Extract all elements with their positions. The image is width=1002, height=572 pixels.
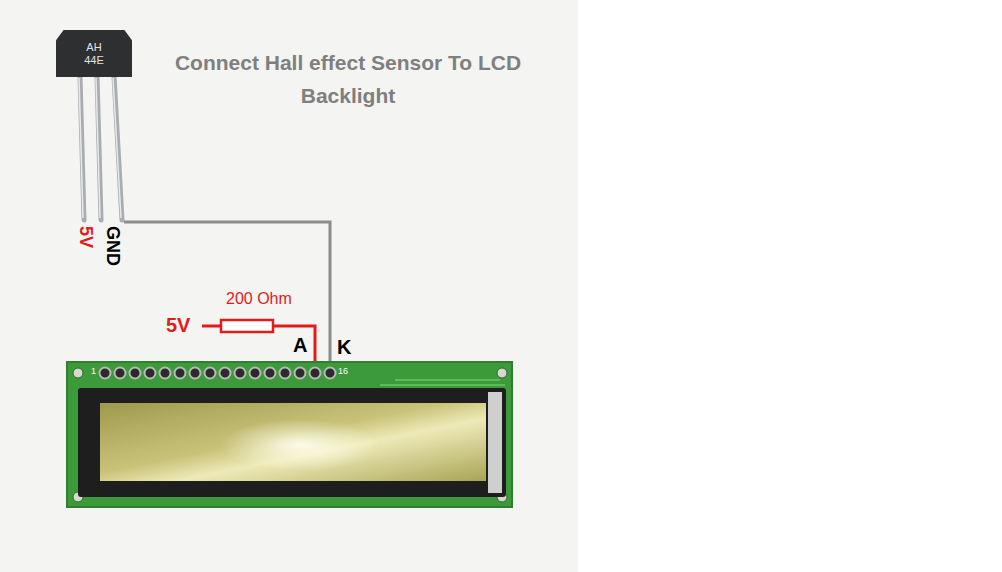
lcd-pcb [67, 362, 512, 507]
header-pin [115, 368, 126, 379]
header-pin [175, 368, 186, 379]
header-pin [280, 368, 291, 379]
header-pins [100, 368, 336, 379]
header-pin [295, 368, 306, 379]
supply-wire [202, 325, 221, 328]
header-pin [265, 368, 276, 379]
pin-label: 5V [75, 226, 96, 248]
pin-label: A [293, 334, 307, 357]
header-pin [145, 368, 156, 379]
anode-wire [273, 326, 315, 366]
mount-hole [497, 368, 507, 378]
pin-number: 1 [91, 366, 96, 376]
package-marking: AH 44E [78, 41, 110, 67]
pin-label: GND [102, 226, 123, 266]
header-pin [160, 368, 171, 379]
header-pin [205, 368, 216, 379]
sensor-wire [124, 222, 330, 366]
backlight-edge [488, 392, 502, 493]
header-pin [100, 368, 111, 379]
header-pin [220, 368, 231, 379]
pin-label: K [337, 336, 351, 359]
sensor-legs [80, 76, 122, 220]
pin-number: 16 [338, 366, 348, 376]
header-pin [190, 368, 201, 379]
supply-label: 5V [166, 314, 190, 337]
lcd-screen [100, 403, 486, 481]
pcb-trace [380, 380, 505, 385]
diagram-title: Connect Hall effect Sensor To LCD Backli… [172, 46, 524, 112]
resistor-symbol [221, 320, 273, 332]
header-pin [235, 368, 246, 379]
pcb-edge [67, 362, 512, 507]
hall-sensor-package: AH 44E [56, 30, 132, 77]
screen-glare [220, 419, 380, 471]
resistor-value: 200 Ohm [226, 290, 292, 308]
header-pin [310, 368, 321, 379]
lcd-bezel [78, 388, 506, 497]
header-pin [325, 368, 336, 379]
header-pin [250, 368, 261, 379]
leg-highlight [79, 78, 121, 218]
header-pin [130, 368, 141, 379]
left-panel [0, 0, 578, 572]
mount-hole [73, 368, 83, 378]
